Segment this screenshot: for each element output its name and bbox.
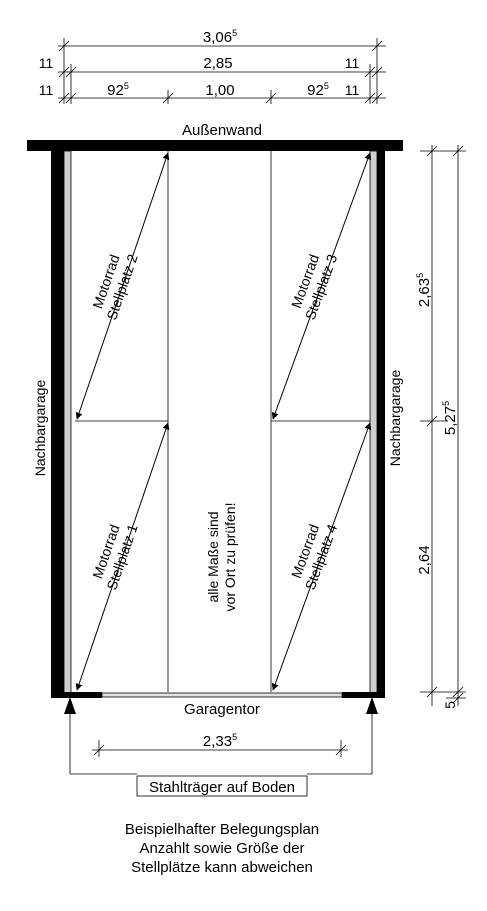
top-dimensions: [58, 38, 386, 104]
space-2-label: Motorrad Stellplatz 2: [89, 252, 141, 322]
space-3-diagonal: [271, 152, 372, 420]
space-1-diagonal: [75, 422, 170, 691]
dim-total-width: 3,065: [203, 28, 237, 46]
neighbor-garage-right: Nachbargarage: [387, 370, 403, 467]
left-steel-rail: [63, 150, 72, 697]
dim-upper-depth: 2,635: [415, 273, 433, 307]
space-2-diagonal: [75, 152, 170, 420]
outer-wall: [27, 140, 403, 151]
right-wall: [377, 151, 385, 696]
caption-line-3: Stellplätze kann abweichen: [131, 859, 313, 876]
dim-seg-mid: 1,00: [205, 82, 234, 99]
space-4-label: Motorrad Stellplatz 4: [288, 522, 340, 592]
dim-total-depth: 5,275: [441, 401, 459, 435]
space-3-label: Motorrad Stellplatz 3: [288, 252, 340, 322]
space-1-label: Motorrad Stellplatz 1: [89, 522, 141, 592]
garage-door-label: Garagentor: [184, 701, 260, 718]
door-jamb-left: [51, 692, 102, 698]
rail-arrow-left: [64, 697, 76, 714]
dim-wall-right-2: 11: [345, 82, 360, 98]
steel-rail-label: Stahlträger auf Boden: [149, 779, 295, 796]
svg-text:alle Maße sind: alle Maße sind: [205, 511, 221, 602]
right-dimensions: [420, 145, 466, 706]
dim-rail-distance: 2,335: [203, 732, 237, 750]
outer-wall-label: Außenwand: [182, 122, 262, 139]
dim-seg-right: 925: [307, 81, 329, 99]
dim-wall-left: 11: [39, 55, 54, 71]
caption-line-2: Anzahlt sowie Größe der: [139, 840, 304, 857]
dim-bottom-gap: 5: [442, 701, 458, 709]
space-4-diagonal: [271, 422, 372, 691]
rail-arrow-right: [366, 697, 378, 714]
right-steel-rail: [369, 150, 378, 697]
dim-inner-width: 2,85: [203, 55, 232, 72]
steel-rail-callout: [69, 712, 373, 797]
dim-wall-right: 11: [345, 55, 360, 71]
dim-wall-left-2: 11: [39, 82, 54, 98]
bottom-dimension: [92, 740, 348, 757]
measure-check-note: alle Maße sind vor Ort zu prüfen!: [205, 503, 238, 612]
caption-line-1: Beispielhafter Belegungsplan: [125, 821, 319, 838]
dim-lower-depth: 2,64: [416, 545, 433, 574]
left-wall: [51, 151, 64, 696]
door-jamb-right: [342, 692, 385, 698]
neighbor-garage-left: Nachbargarage: [32, 380, 48, 477]
garage-door: [101, 692, 343, 698]
dim-seg-left: 925: [107, 81, 129, 99]
svg-text:vor Ort zu prüfen!: vor Ort zu prüfen!: [222, 503, 238, 612]
